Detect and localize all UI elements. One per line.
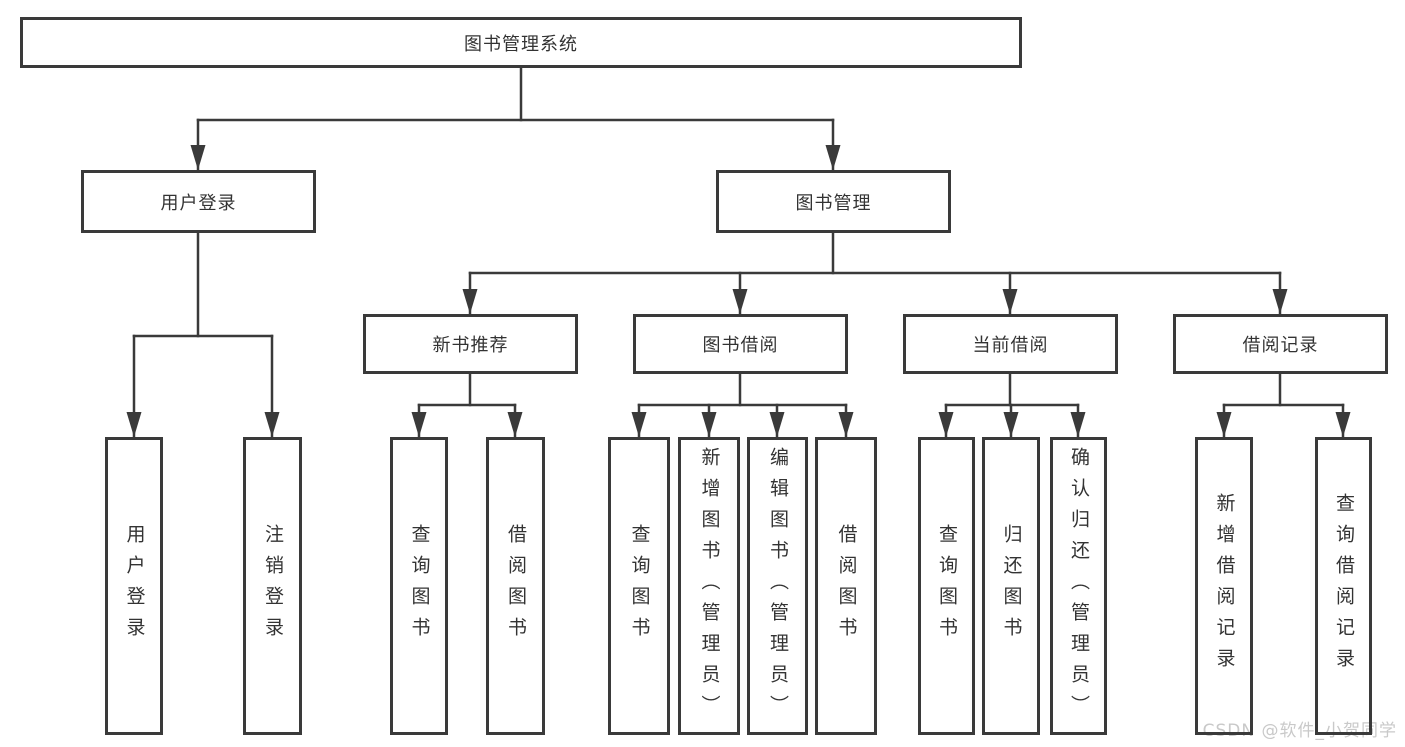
node-new-book-recommend: 新书推荐 bbox=[363, 314, 578, 374]
node-label: 借阅图书 bbox=[505, 524, 527, 648]
node-label: 注销登录 bbox=[262, 524, 284, 648]
node-label: 图书借阅 bbox=[702, 335, 779, 356]
node-label: 当前借阅 bbox=[972, 335, 1049, 356]
node-current-borrow: 当前借阅 bbox=[903, 314, 1118, 374]
node-label: 编辑图书（管理员） bbox=[767, 446, 789, 726]
node-user-login: 用户登录 bbox=[81, 170, 316, 233]
leaf-return-books: 归还图书 bbox=[982, 437, 1040, 735]
node-label: 借阅记录 bbox=[1242, 335, 1319, 356]
node-label: 借阅图书 bbox=[835, 524, 858, 648]
node-borrow-records: 借阅记录 bbox=[1173, 314, 1388, 374]
leaf-edit-books-admin: 编辑图书（管理员） bbox=[747, 437, 808, 735]
node-label: 图书管理系统 bbox=[464, 33, 578, 55]
leaf-query-books-borrow: 查询图书 bbox=[608, 437, 670, 735]
node-label: 用户登录 bbox=[160, 192, 237, 214]
node-label: 用户登录 bbox=[123, 524, 146, 648]
node-label: 确认归还（管理员） bbox=[1068, 446, 1090, 726]
leaf-add-books-admin: 新增图书（管理员） bbox=[678, 437, 740, 735]
leaf-add-borrow-record: 新增借阅记录 bbox=[1195, 437, 1253, 735]
node-label: 新书推荐 bbox=[432, 335, 509, 356]
leaf-confirm-return-admin: 确认归还（管理员） bbox=[1050, 437, 1107, 735]
leaf-borrow-books: 借阅图书 bbox=[815, 437, 877, 735]
node-label: 新增借阅记录 bbox=[1213, 493, 1236, 679]
node-label: 查询图书 bbox=[936, 524, 958, 648]
csdn-watermark: CSDN @软件_小贺同学 bbox=[1202, 721, 1397, 741]
node-label: 归还图书 bbox=[1000, 524, 1023, 648]
node-label: 图书管理 bbox=[795, 192, 872, 214]
node-book-management: 图书管理 bbox=[716, 170, 951, 233]
node-label: 查询图书 bbox=[408, 524, 431, 648]
leaf-query-borrow-record: 查询借阅记录 bbox=[1315, 437, 1372, 735]
leaf-user-login: 用户登录 bbox=[105, 437, 163, 735]
node-label: 查询借阅记录 bbox=[1333, 493, 1355, 679]
node-book-borrow: 图书借阅 bbox=[633, 314, 848, 374]
leaf-logout: 注销登录 bbox=[243, 437, 302, 735]
leaf-query-books-current: 查询图书 bbox=[918, 437, 975, 735]
node-label: 新增图书（管理员） bbox=[698, 446, 721, 726]
node-label: 查询图书 bbox=[628, 524, 651, 648]
node-library-management-system: 图书管理系统 bbox=[20, 17, 1022, 68]
leaf-borrow-books-recommend: 借阅图书 bbox=[486, 437, 545, 735]
leaf-query-books-recommend: 查询图书 bbox=[390, 437, 448, 735]
